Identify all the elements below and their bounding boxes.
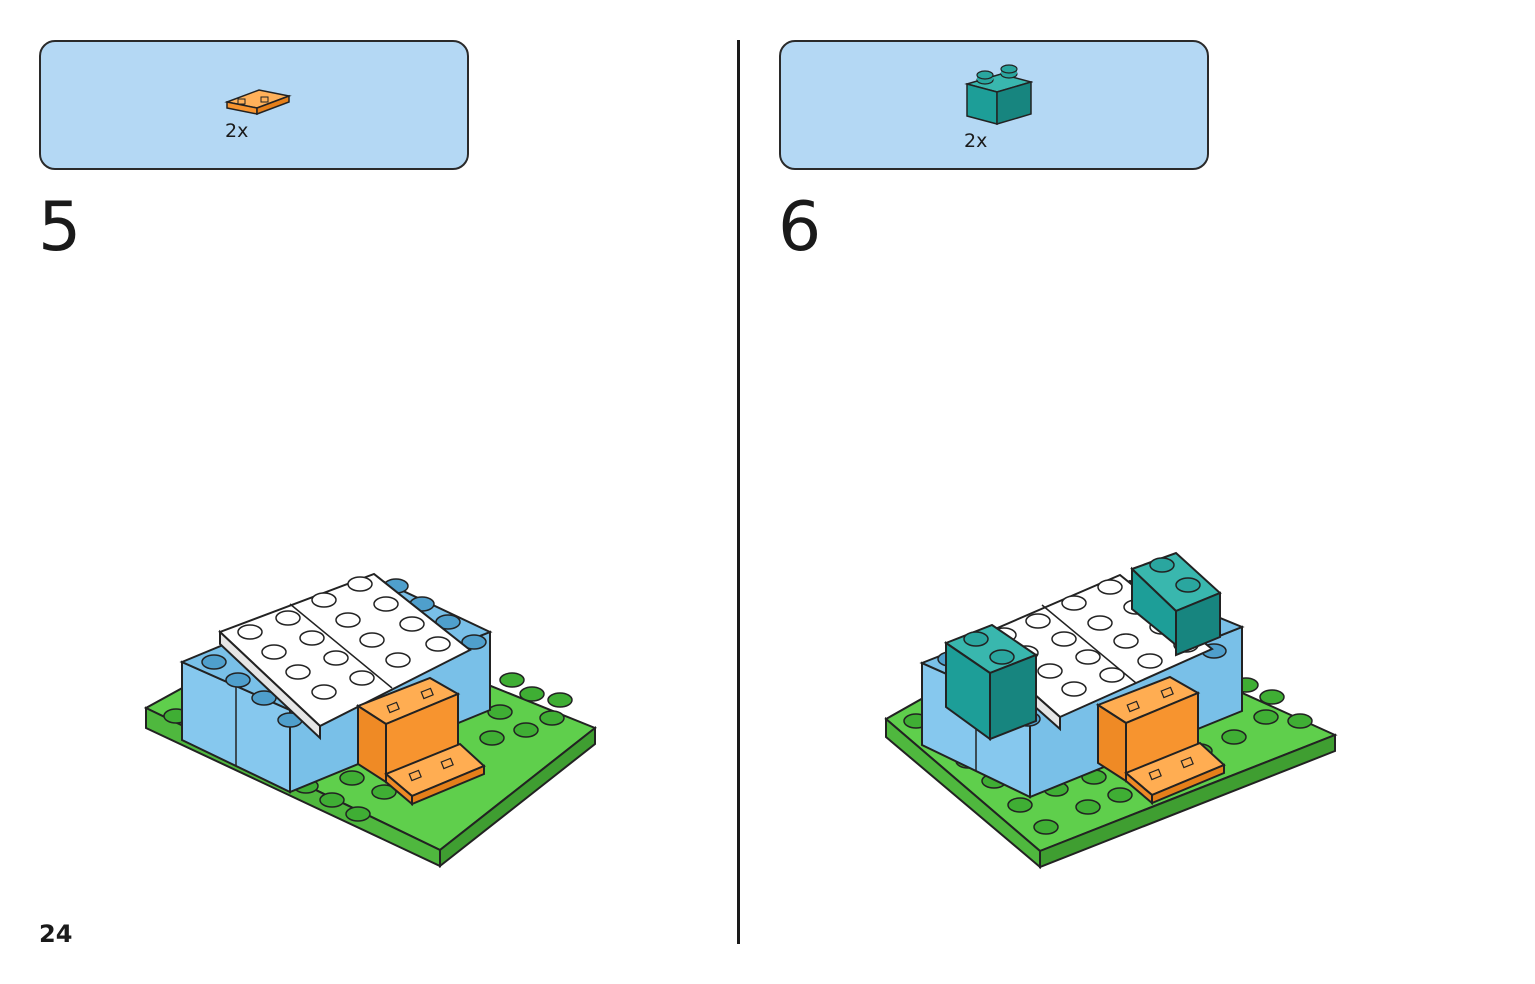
parts-callout-step-6: 2x bbox=[779, 40, 1209, 170]
parts-callout-step-5: 2x bbox=[39, 40, 469, 170]
step-number: 5 bbox=[38, 188, 82, 267]
teal-brick-icon bbox=[964, 64, 1033, 126]
step-5-model-illustration bbox=[143, 572, 597, 869]
part-quantity: 2x bbox=[964, 130, 988, 152]
page-number: 24 bbox=[39, 920, 73, 948]
step-number: 6 bbox=[778, 188, 822, 267]
orange-tile-icon bbox=[224, 89, 292, 116]
page-divider bbox=[737, 40, 740, 944]
part-quantity: 2x bbox=[225, 120, 249, 142]
step-6-model-illustration bbox=[884, 551, 1338, 870]
